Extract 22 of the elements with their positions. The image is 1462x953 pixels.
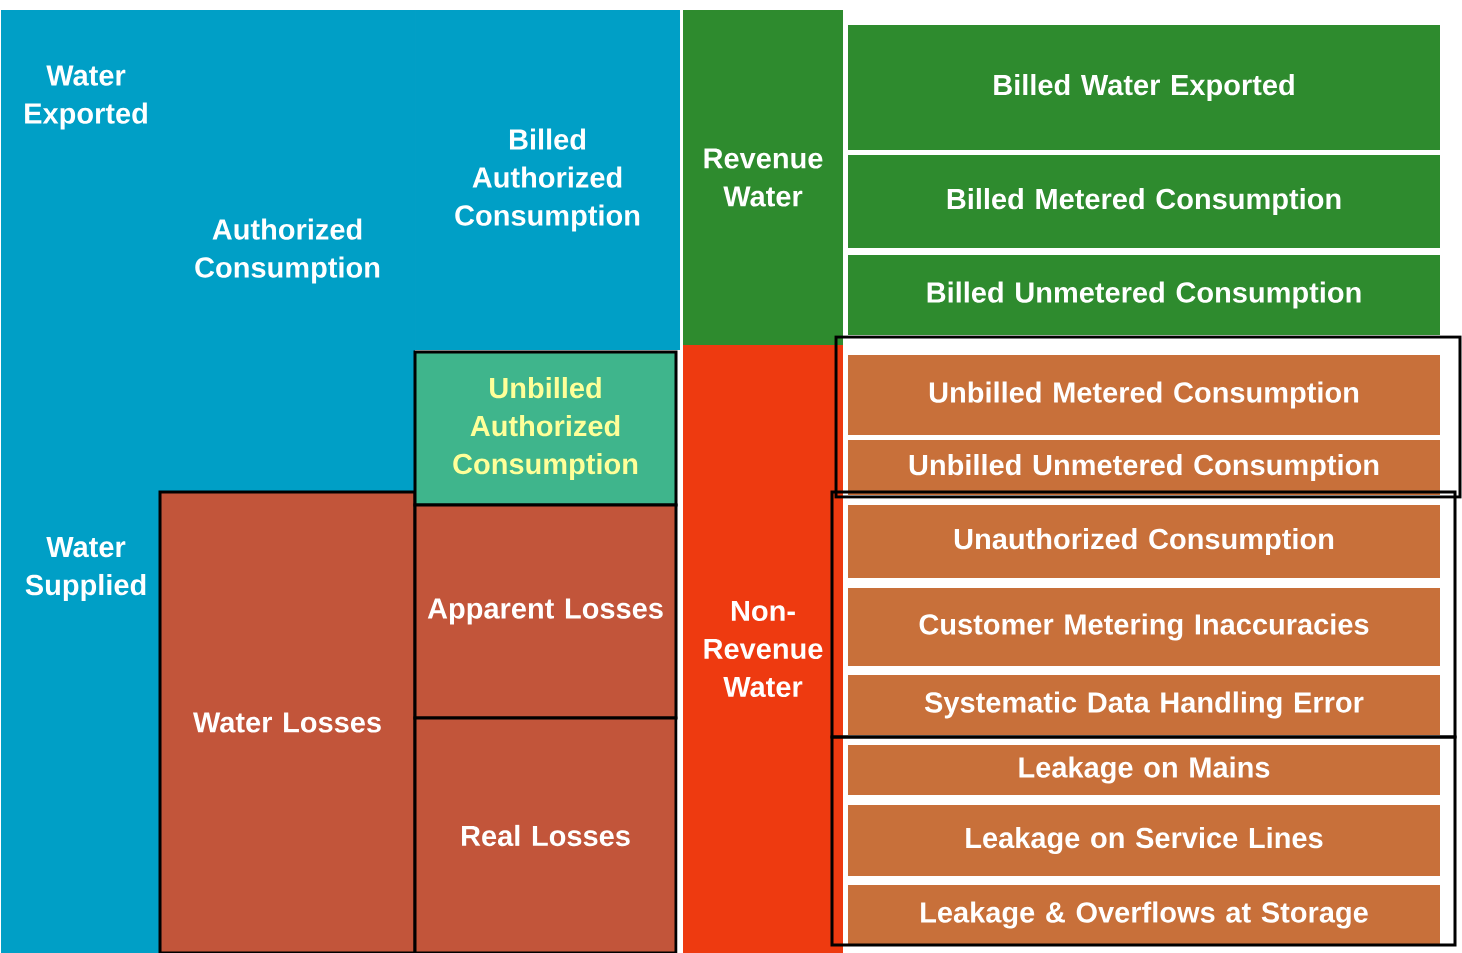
category-bar: Billed Water Exported <box>848 25 1440 150</box>
column-block: Billed Authorized Consumption <box>415 10 680 350</box>
column-block: Unbilled Authorized Consumption <box>413 350 678 507</box>
category-bar: Unauthorized Consumption <box>848 505 1440 578</box>
node-label: Billed Authorized Consumption <box>455 128 640 232</box>
column-block: Apparent Losses <box>413 503 678 720</box>
category-bar: Billed Unmetered Consumption <box>848 255 1440 335</box>
node-label: Authorized Consumption <box>195 218 380 284</box>
category-bar: Unbilled Metered Consumption <box>848 355 1440 435</box>
category-bar: Unbilled Unmetered Consumption <box>848 440 1440 495</box>
column-block: Non-Revenue Water <box>683 345 843 953</box>
category-bar: Leakage & Overflows at Storage <box>848 885 1440 945</box>
column-block: Revenue Water <box>683 10 843 345</box>
category-bar: Leakage on Mains <box>848 745 1440 795</box>
node-label: Water Supplied <box>25 537 146 601</box>
category-bar: Customer Metering Inaccuracies <box>848 588 1440 666</box>
column-block: Water Exported <box>1 10 171 185</box>
category-bar: Systematic Data Handling Error <box>848 675 1440 735</box>
column-block: Real Losses <box>413 716 678 953</box>
category-bar: Leakage on Service Lines <box>848 805 1440 876</box>
node-label: Water Exported <box>25 65 147 130</box>
category-bar: Billed Metered Consumption <box>848 155 1440 248</box>
